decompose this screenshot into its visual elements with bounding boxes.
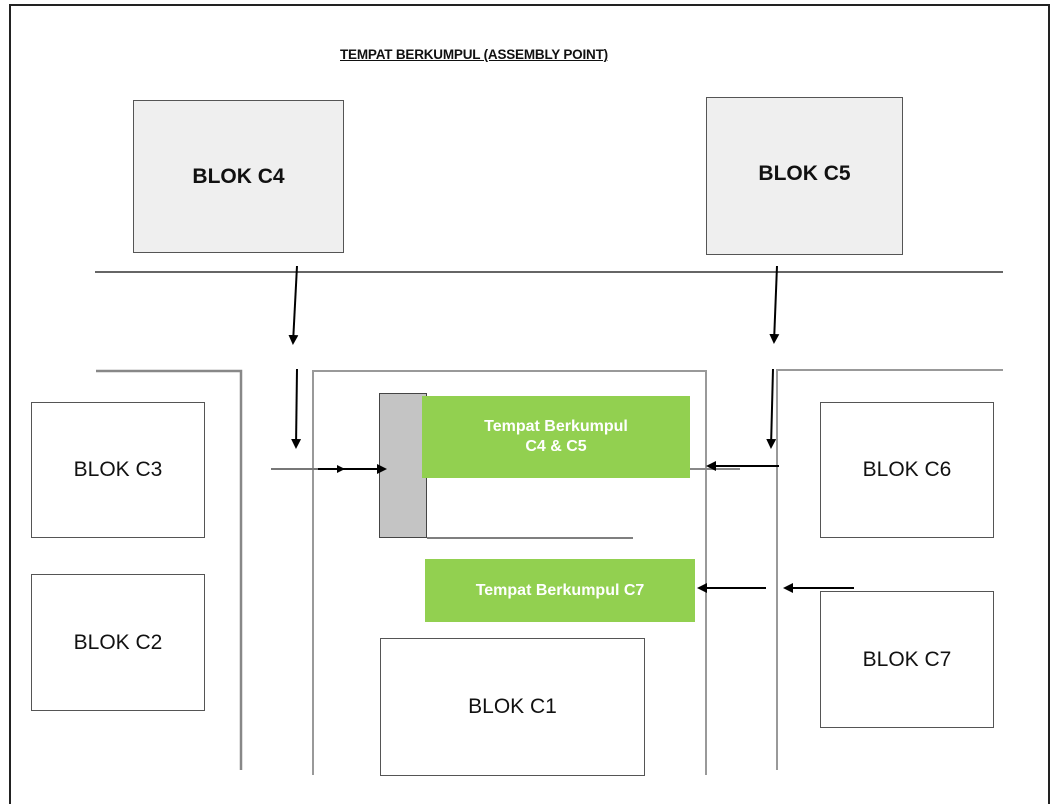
arrow-c5-down-2: [766, 368, 777, 449]
block-c7: BLOK C7: [820, 591, 994, 728]
arrow-c5-down: [769, 265, 780, 344]
block-c5: BLOK C5: [706, 97, 903, 255]
assembly-point-c4-c5: Tempat Berkumpul C4 & C5: [422, 396, 690, 478]
assembly-point-c4-c5-line1: Tempat Berkumpul: [484, 418, 628, 435]
diagram-frame: [9, 4, 1050, 804]
diagram-title: TEMPAT BERKUMPUL (ASSEMBLY POINT): [340, 47, 608, 62]
block-c4: BLOK C4: [133, 100, 344, 253]
block-c3-label: BLOK C3: [73, 458, 163, 481]
block-c1-label: BLOK C1: [468, 695, 557, 718]
block-c7-label: BLOK C7: [862, 647, 952, 671]
right-road-edge: [776, 369, 1003, 770]
block-c4-label: BLOK C4: [192, 164, 285, 188]
left-road-edge: [96, 369, 243, 770]
block-c5-label: BLOK C5: [758, 162, 851, 185]
assembly-point-c7: Tempat Berkumpul C7: [425, 559, 695, 622]
arrow-c4-down-2: [291, 368, 302, 449]
block-c6-label: BLOK C6: [862, 458, 952, 481]
block-c1: BLOK C1: [380, 638, 645, 776]
block-c2: BLOK C2: [31, 574, 205, 711]
assembly-area-strip: [379, 393, 427, 538]
block-c2-label: BLOK C2: [73, 630, 163, 654]
central-area-outline: [312, 370, 707, 775]
assembly-point-c4-c5-line2: C4 & C5: [525, 438, 587, 455]
block-c6: BLOK C6: [820, 402, 994, 538]
assembly-point-c7-label: Tempat Berkumpul C7: [475, 581, 645, 599]
block-c3: BLOK C3: [31, 402, 205, 538]
arrow-c4-down: [288, 265, 299, 345]
